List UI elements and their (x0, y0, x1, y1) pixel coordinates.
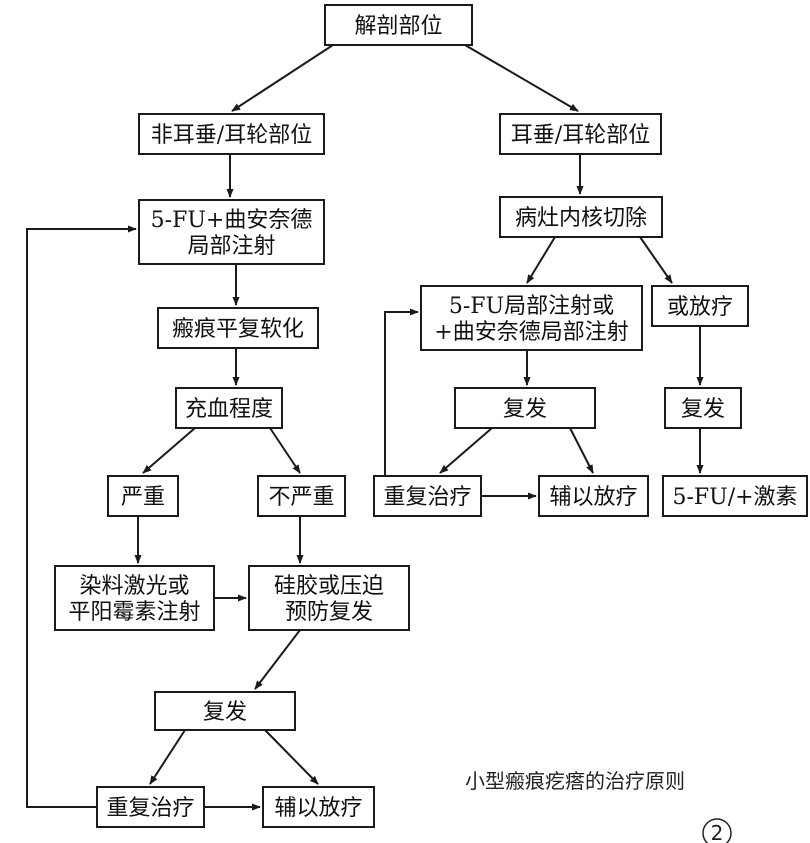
node-recur-right-mid: 复发 (454, 387, 596, 429)
node-not-severe: 不严重 (257, 475, 346, 517)
node-label-fu-inj-right: 5-FU局部注射或 (449, 294, 614, 319)
edge-recur-to-repeat-bottom (149, 729, 186, 785)
node-label-recur-right-mid: 复发 (503, 397, 547, 422)
edge-root-to-non-lobe (231, 44, 334, 112)
node-label-dye-laser: 平阳霉素注射 (68, 600, 200, 625)
node-recur-bottom: 复发 (154, 691, 296, 731)
node-box-lobe (499, 113, 662, 155)
node-label-radio-right: 或放疗 (667, 295, 733, 320)
node-label-repeat-right: 重复治疗 (383, 485, 471, 510)
node-fu-inj-left: 5-FU+曲安奈德局部注射 (138, 199, 325, 265)
node-box-recur-right-mid (454, 387, 596, 429)
node-label-adj-radio-bottom: 辅以放疗 (274, 796, 362, 821)
node-box-repeat-right (373, 475, 482, 517)
node-box-recur-bottom (154, 691, 296, 731)
node-label-lobe: 耳垂/耳轮部位 (511, 123, 650, 148)
node-label-not-severe: 不严重 (268, 485, 334, 510)
node-recur-right: 复发 (664, 387, 742, 429)
node-label-repeat-bottom: 重复治疗 (106, 796, 194, 821)
node-box-severe (107, 475, 179, 517)
node-label-silicone: 预防复发 (285, 600, 373, 625)
edge-silicone-to-recur-bottom (254, 629, 301, 690)
edge-repeat-loop-left (26, 225, 137, 808)
node-label-fu-hormone: 5-FU/+激素 (672, 485, 797, 510)
node-label-severe: 严重 (121, 485, 165, 510)
node-hyperemia: 充血程度 (175, 387, 283, 429)
edge-hyperemia-to-severe (142, 427, 196, 474)
node-non-lobe: 非耳垂/耳轮部位 (138, 113, 325, 155)
node-label-recur-bottom: 复发 (203, 700, 247, 725)
node-label-root: 解剖部位 (354, 14, 442, 39)
node-box-repeat-bottom (96, 786, 205, 828)
node-severe: 严重 (107, 475, 179, 517)
edge-recur-to-adj-radio (569, 427, 594, 474)
node-box-non-lobe (138, 113, 325, 155)
node-label-fu-inj-left: 5-FU+曲安奈德 (151, 208, 313, 233)
node-box-fu-inj-left (138, 199, 325, 265)
node-root: 解剖部位 (324, 4, 473, 46)
node-radio-right: 或放疗 (651, 285, 749, 327)
diagram-caption: 小型瘢痕疙瘩的治疗原则 (465, 769, 685, 793)
node-box-dye-laser (54, 565, 215, 631)
flowchart-edges (26, 44, 704, 811)
node-box-flatten (157, 307, 319, 349)
node-box-adj-radio-right (538, 475, 649, 517)
node-box-hyperemia (175, 387, 283, 429)
node-repeat-bottom: 重复治疗 (96, 786, 205, 828)
node-label-flatten: 瘢痕平复软化 (172, 317, 304, 342)
edge-repeat-loop-right (384, 308, 419, 476)
node-box-radio-right (651, 285, 749, 327)
node-label-non-lobe: 非耳垂/耳轮部位 (151, 123, 312, 148)
edge-excision-to-fu-inj-right (526, 236, 556, 284)
node-box-root (324, 4, 473, 46)
node-box-not-severe (257, 475, 346, 517)
edge-root-to-lobe (464, 44, 579, 112)
node-label-recur-right: 复发 (681, 397, 725, 422)
node-label-hyperemia: 充血程度 (185, 397, 273, 422)
node-fu-hormone: 5-FU/+激素 (662, 475, 808, 517)
edge-excision-to-radio (639, 236, 673, 284)
node-adj-radio-bottom: 辅以放疗 (262, 786, 375, 828)
node-lobe: 耳垂/耳轮部位 (499, 113, 662, 155)
node-repeat-right: 重复治疗 (373, 475, 482, 517)
node-box-excision (499, 196, 663, 238)
node-label-excision: 病灶内核切除 (515, 206, 647, 231)
node-label-silicone: 硅胶或压迫 (274, 574, 384, 599)
node-label-dye-laser: 染料激光或 (79, 574, 189, 599)
node-excision: 病灶内核切除 (499, 196, 663, 238)
node-fu-inj-right: 5-FU局部注射或+曲安奈德局部注射 (420, 285, 643, 351)
node-label-fu-inj-left: 局部注射 (187, 234, 275, 259)
node-box-recur-right (664, 387, 742, 429)
node-box-fu-inj-right (420, 285, 643, 351)
node-box-silicone (248, 565, 410, 631)
node-box-adj-radio-bottom (262, 786, 375, 828)
node-adj-radio-right: 辅以放疗 (538, 475, 649, 517)
edge-recur-to-repeat-right (439, 427, 493, 474)
page-number: 2 (711, 821, 724, 843)
node-flatten: 瘢痕平复软化 (157, 307, 319, 349)
node-box-fu-hormone (662, 475, 808, 517)
node-label-fu-inj-right: +曲安奈德局部注射 (434, 320, 628, 345)
node-label-adj-radio-right: 辅以放疗 (549, 485, 637, 510)
page-number-circle (702, 818, 732, 843)
edge-hyperemia-to-not-severe (269, 427, 301, 474)
edge-recur-to-adj-radio-bottom (264, 729, 319, 785)
